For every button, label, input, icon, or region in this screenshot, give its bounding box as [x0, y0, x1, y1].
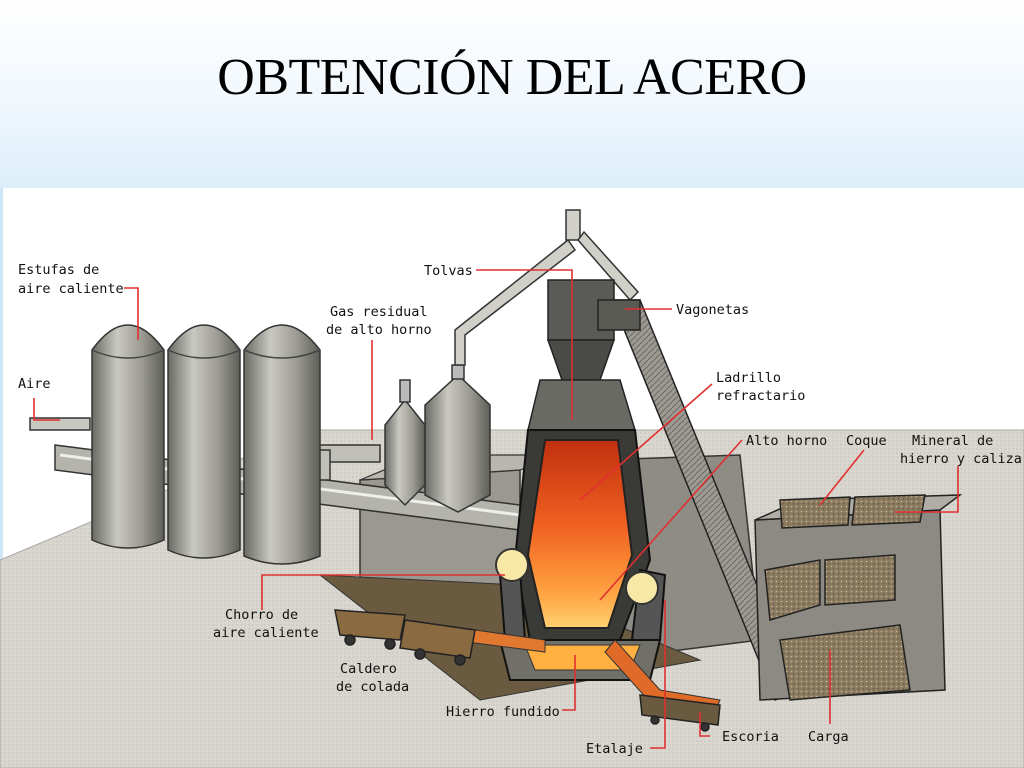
gas-downcomer [454, 209, 640, 366]
diagram-labels: Estufas de aire caliente Aire Gas residu… [18, 262, 1022, 757]
label-mineral-1: Mineral de [912, 433, 993, 449]
slide-header [0, 0, 1024, 188]
left-accent-bar [0, 188, 3, 768]
label-etalaje: Etalaje [586, 741, 643, 757]
label-chorro-2: aire caliente [213, 625, 319, 641]
label-aire: Aire [18, 376, 51, 392]
label-alto-horno: Alto horno [746, 433, 827, 449]
hot-air-stoves [91, 324, 321, 565]
label-carga: Carga [808, 729, 849, 745]
slide-title: OBTENCIÓN DEL ACERO [217, 49, 807, 106]
blast-furnace-diagram: Estufas de aire caliente Aire Gas residu… [0, 209, 1024, 768]
blast-furnace-body [495, 429, 667, 681]
charge-bins [754, 494, 963, 701]
label-hierro-fundido: Hierro fundido [446, 704, 560, 720]
label-caldero-1: Caldero [340, 661, 397, 677]
label-tolvas: Tolvas [424, 263, 473, 279]
label-gas-1: Gas residual [330, 304, 428, 320]
label-caldero-2: de colada [336, 679, 409, 695]
label-mineral-2: hierro y caliza [900, 451, 1022, 467]
label-chorro-1: Chorro de [225, 607, 298, 623]
furnace-hoppers [527, 279, 637, 431]
label-coque: Coque [846, 433, 887, 449]
label-ladrillo-1: Ladrillo [716, 370, 781, 386]
label-gas-2: de alto horno [326, 322, 432, 338]
label-estufas-2: aire caliente [18, 281, 124, 297]
label-ladrillo-2: refractario [716, 388, 805, 404]
leader-lines [33, 269, 959, 749]
label-estufas-1: Estufas de [18, 262, 99, 278]
label-vagonetas: Vagonetas [676, 302, 749, 318]
label-escoria: Escoria [722, 729, 779, 745]
gas-cleaning-towers [384, 364, 491, 513]
